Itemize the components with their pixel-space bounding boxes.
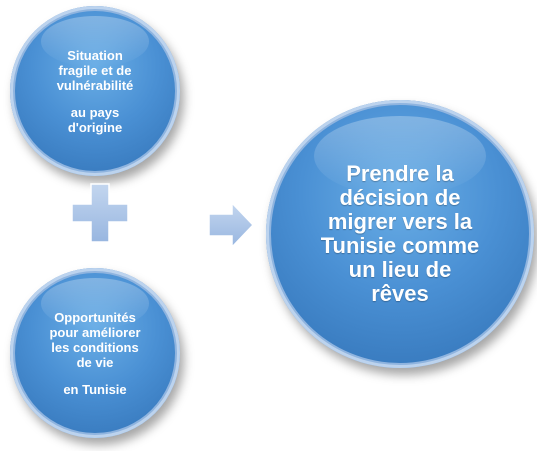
plus-icon: [71, 183, 129, 243]
node-origin-line: d'origine: [67, 119, 123, 135]
node-origin-situation: Situation fragile et de vulnérabilité au…: [10, 6, 180, 176]
node-opportunities: Opportunités pour améliorer les conditio…: [10, 268, 180, 438]
node-opportunities-line: pour améliorer: [49, 324, 141, 340]
node-decision-line: un lieu de: [348, 257, 452, 282]
node-decision-line: Prendre la: [346, 161, 454, 186]
node-opportunities-line: de vie: [76, 354, 114, 370]
node-origin-line: fragile et de: [58, 62, 132, 78]
node-origin-line: Situation: [67, 47, 123, 63]
node-opportunities-line: les conditions: [51, 339, 139, 355]
node-decision: Prendre la décision de migrer vers la Tu…: [266, 100, 534, 368]
node-decision-line: décision de: [339, 185, 461, 210]
node-decision-line: migrer vers la: [327, 209, 473, 234]
node-decision-line: Tunisie comme: [320, 233, 480, 258]
node-origin-line: vulnérabilité: [56, 77, 134, 93]
node-opportunities-line: en Tunisie: [63, 381, 127, 397]
node-opportunities-line: Opportunités: [54, 309, 136, 325]
arrow-right-icon: [208, 202, 254, 248]
node-origin-line: au pays: [70, 104, 120, 120]
node-decision-line: rêves: [371, 281, 429, 306]
